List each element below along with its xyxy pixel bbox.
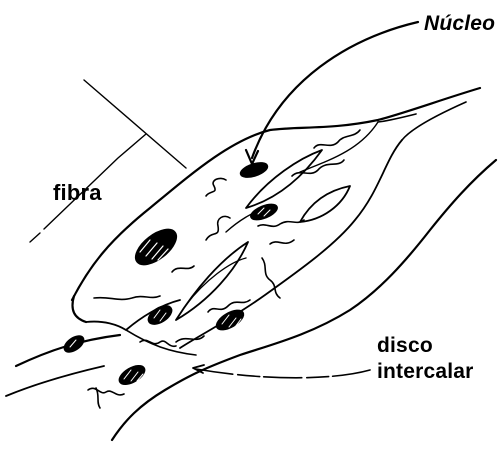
nucleus-mid-right (249, 201, 279, 223)
disco-label-line-2: intercalar (377, 359, 474, 385)
nucleus-left (62, 333, 87, 355)
disco-intercalar-label: disco intercalar (377, 333, 474, 385)
nucleo-label: Núcleo (424, 13, 495, 35)
nucleus-lower-right (214, 306, 247, 333)
cell-shapes (176, 150, 350, 320)
fibra-leader (30, 80, 186, 242)
fibra-label: fibra (53, 182, 102, 204)
nucleus-center (145, 302, 174, 328)
inner-fiber-lines (86, 122, 402, 355)
nucleus-bottom (116, 362, 147, 388)
disco-label-line-1: disco (377, 333, 474, 359)
nucleus-large (130, 223, 183, 271)
disco-arrow (193, 365, 370, 378)
nucleus-top (239, 160, 269, 180)
nucleo-arrow (246, 22, 418, 164)
